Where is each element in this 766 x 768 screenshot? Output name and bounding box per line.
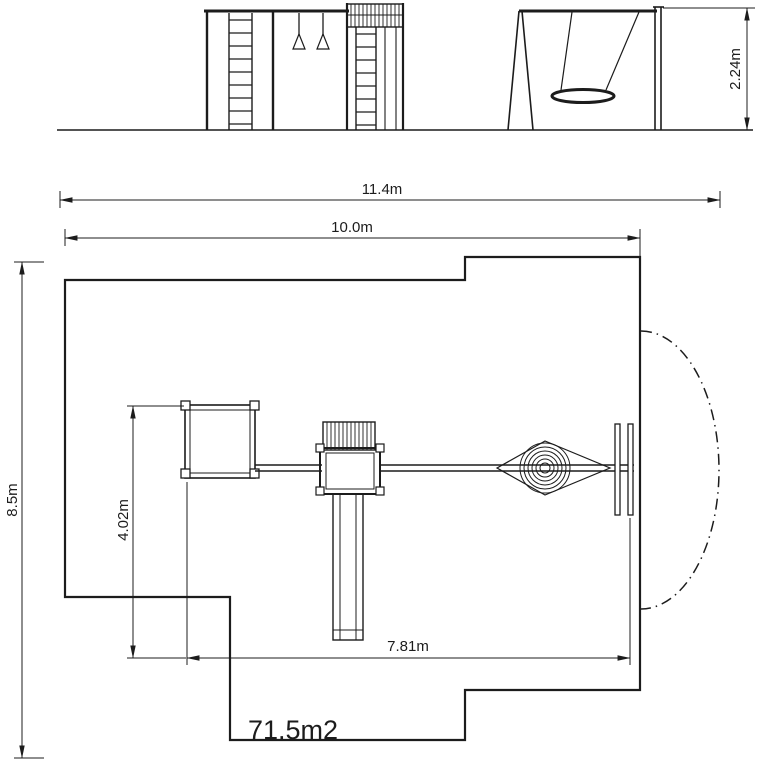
tower-plan xyxy=(315,421,385,496)
swing-beam-plan xyxy=(380,464,634,472)
dim-label-elevation-height: 2.24m xyxy=(727,48,744,90)
dimension-inner-depth: 4.02m xyxy=(115,405,186,659)
climbing-frame-elevation xyxy=(204,9,276,130)
area-label: 71.5m2 xyxy=(248,715,338,745)
dim-label-overall-depth: 8.5m xyxy=(4,483,21,516)
dim-label-inner-depth: 4.02m xyxy=(115,499,132,541)
swing-seat xyxy=(550,88,616,104)
plan-view: 11.4m 10.0m 8.5m xyxy=(4,181,721,759)
tower-panel-hatch xyxy=(347,4,403,27)
slide-plan xyxy=(332,493,364,641)
dim-label-equipment-length: 7.81m xyxy=(387,638,429,655)
elevation-view: 2.24m xyxy=(57,3,755,131)
swing-frame-plan xyxy=(614,423,634,516)
dimension-equipment-length: 7.81m xyxy=(186,482,631,665)
dimension-overall-width: 11.4m xyxy=(59,181,721,208)
platform-plan xyxy=(180,400,260,479)
swing-elevation xyxy=(507,6,664,131)
tower-ladder-rungs xyxy=(356,33,376,126)
monkey-bar-elevation xyxy=(273,9,349,50)
dim-label-overall-width: 11.4m xyxy=(362,181,403,198)
swing-clearance-arc xyxy=(640,330,720,610)
ladder-rungs xyxy=(229,19,252,125)
dim-label-inner-width: 10.0m xyxy=(331,219,373,236)
dimension-inner-width: 10.0m xyxy=(64,219,641,256)
connector-beam-plan xyxy=(255,464,322,472)
nest-swing-plan xyxy=(495,440,612,496)
safety-area-outline xyxy=(63,255,642,742)
dimension-elevation-height: 2.24m xyxy=(663,7,755,131)
tower-elevation xyxy=(345,3,405,130)
dimension-overall-depth: 8.5m xyxy=(4,261,44,759)
tower-plan-hatch xyxy=(326,422,372,450)
